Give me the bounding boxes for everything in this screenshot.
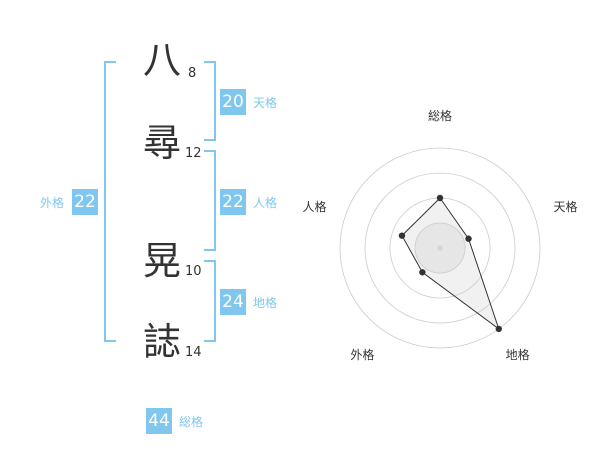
soukaku-value: 44	[146, 408, 172, 434]
radar-axis-label-4: 外格	[350, 347, 374, 362]
radar-point-4	[419, 269, 426, 276]
chikaku-label: 地格	[253, 296, 278, 310]
gaikaku-label: 外格	[40, 196, 65, 210]
tenkaku-bracket	[204, 61, 216, 141]
radar-axis-label-2: 天格	[554, 199, 578, 214]
jinkaku-bracket	[204, 150, 216, 251]
chikaku-value: 24	[220, 289, 246, 315]
radar-grid-ring-1	[414, 222, 466, 274]
radar-axis-label-3: 地格	[506, 347, 530, 362]
radar-center-dot	[437, 245, 443, 251]
radar-point-5	[398, 232, 406, 239]
radar-point-2	[465, 235, 472, 242]
chikaku-bracket	[204, 260, 216, 342]
radar-axis-label-5: 人格	[302, 199, 326, 214]
radar-point-3	[495, 325, 502, 333]
stroke-count-1: 8	[188, 66, 197, 81]
radar-series-polygon	[401, 197, 500, 331]
name-char-2: 尋	[143, 121, 182, 165]
name-char-4: 誌	[143, 320, 182, 364]
radar-grid-ring-4	[339, 147, 541, 349]
name-char-3: 晃	[143, 239, 182, 283]
stroke-count-2: 12	[185, 146, 202, 161]
stroke-count-3: 10	[185, 264, 202, 279]
radar-axis-label-1: 総格	[428, 108, 452, 123]
name-char-1: 八	[143, 38, 182, 82]
outer-bracket	[104, 61, 116, 342]
jinkaku-label: 人格	[253, 196, 278, 210]
radar-point-1	[436, 194, 444, 202]
radar-grid-ring-3	[364, 172, 516, 324]
soukaku-label: 総格	[179, 415, 204, 429]
gaikaku-value: 22	[72, 189, 98, 215]
tenkaku-value: 20	[220, 89, 246, 115]
stroke-count-4: 14	[185, 345, 202, 360]
tenkaku-label: 天格	[253, 96, 278, 110]
jinkaku-value: 22	[220, 189, 246, 215]
